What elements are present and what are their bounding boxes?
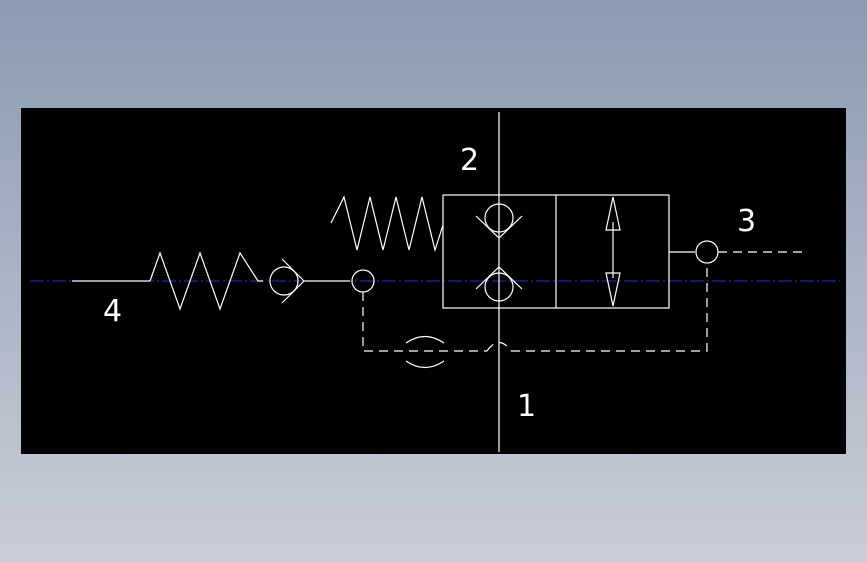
pilot-line: [362, 262, 708, 352]
check-valve-ball: [269, 266, 299, 296]
valve-spring: [330, 195, 444, 253]
pilot-orifice: [405, 335, 445, 369]
check-valve-upper: [475, 203, 523, 239]
flow-double-arrow: [605, 196, 621, 307]
port-2-label: 2: [460, 143, 479, 178]
check-valve-lower: [475, 266, 523, 302]
port-4-label: 4: [103, 294, 122, 329]
check-valve-spring: [149, 251, 263, 311]
port-3-label: 3: [737, 204, 756, 239]
port-1-label: 1: [517, 389, 536, 424]
pilot-junction-right: [695, 240, 719, 264]
